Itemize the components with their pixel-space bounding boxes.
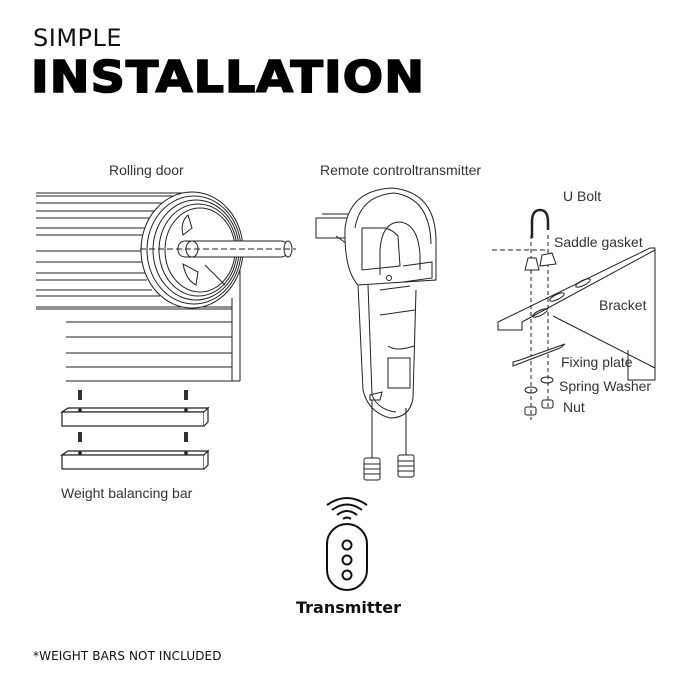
u-bolt-label: U Bolt (563, 188, 602, 204)
saddle-gasket-label: Saddle gasket (554, 234, 643, 250)
motor-label: Remote controltransmitter (320, 162, 482, 178)
spring-washer-label: Spring Washer (559, 378, 652, 394)
bracket-label: Bracket (599, 297, 647, 313)
nut-label: Nut (563, 399, 585, 415)
rolling-door-label: Rolling door (109, 162, 184, 178)
page-title: INSTALLATION (30, 51, 426, 104)
transmitter-label: Transmitter (296, 598, 401, 617)
wireless-signal-icon (326, 497, 368, 520)
weight-balancing-bar-label: Weight balancing bar (61, 485, 193, 501)
fixing-plate-label: Fixing plate (561, 354, 633, 370)
footnote: *WEIGHT BARS NOT INCLUDED (33, 649, 222, 663)
header-subtitle: SIMPLE (33, 24, 123, 52)
